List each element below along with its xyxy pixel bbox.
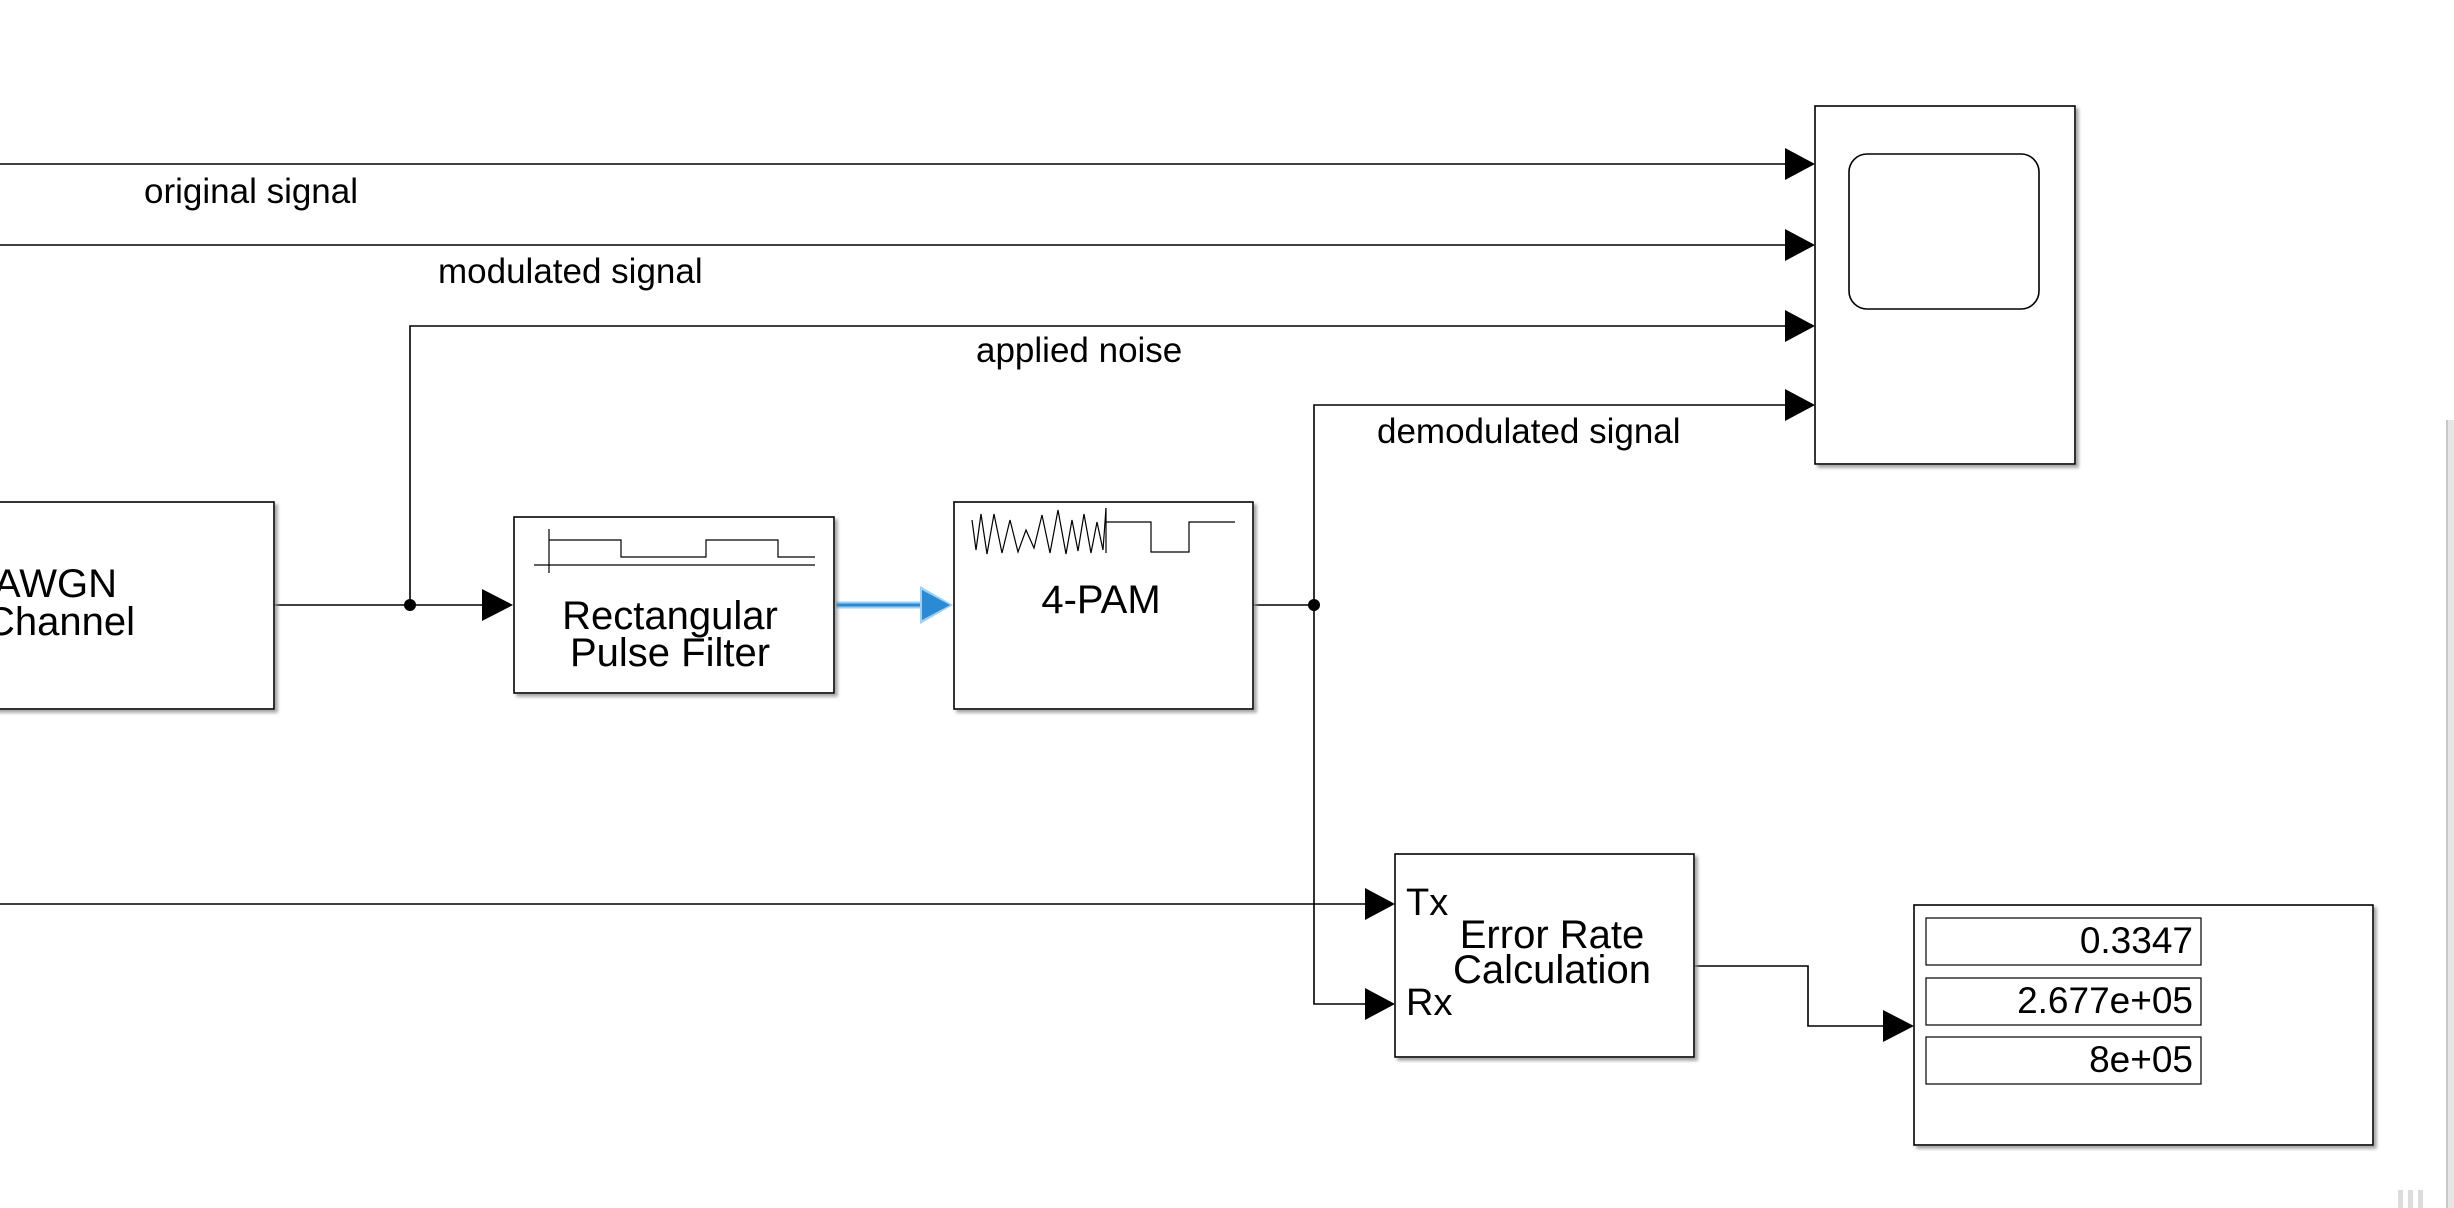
arrowhead-display-in (1883, 1010, 1914, 1042)
display-value-1: 0.3347 (2080, 920, 2193, 961)
awgn-label-line2: Channel (0, 600, 135, 644)
display-field-2 (1925, 977, 2202, 1026)
branch-point-awgn (404, 599, 416, 611)
display-value-2: 2.677e+05 (2017, 980, 2193, 1021)
scope-block[interactable] (1814, 105, 2076, 465)
signal-label-noise: applied noise (976, 331, 1182, 370)
resize-grip-icon[interactable] (2398, 1190, 2423, 1208)
signal-line-error-out[interactable] (1694, 965, 1883, 1027)
awgn-label-line1: AWGN (0, 562, 117, 606)
signal-line-noise[interactable] (409, 325, 1785, 605)
arrowhead-pulse-filter-in (482, 589, 513, 621)
arrowhead-rx (1365, 988, 1395, 1020)
modulation-waveform-icon (971, 507, 1235, 555)
awgn-channel-block[interactable]: AWGN Channel (0, 501, 275, 710)
arrowhead-original (1785, 148, 1815, 180)
error-rate-calculation-block[interactable]: Tx Rx Error Rate Calculation (1394, 853, 1695, 1058)
signal-label-modulated: modulated signal (438, 252, 703, 291)
pulse-waveform-icon (534, 529, 815, 573)
pulse-filter-label-line1: Rectangular (562, 594, 778, 638)
signal-line-pam-out[interactable] (1254, 604, 1365, 1005)
arrowhead-demodulated (1785, 389, 1815, 421)
rectangular-pulse-filter-block[interactable]: Rectangular Pulse Filter (513, 516, 835, 694)
scope-screen-icon (1848, 153, 2040, 310)
display-field-1 (1925, 917, 2202, 966)
pulse-filter-label-line2: Pulse Filter (570, 631, 770, 675)
vertical-scrollbar[interactable] (2447, 420, 2454, 1208)
arrowhead-modulated (1785, 229, 1815, 261)
pam-block[interactable]: 4-PAM (953, 501, 1254, 710)
arrowhead-tx (1365, 888, 1395, 920)
port-label-rx: Rx (1406, 982, 1452, 1024)
signal-label-demodulated: demodulated signal (1377, 412, 1681, 451)
signal-line-demodulated[interactable] (1313, 404, 1785, 605)
signal-label-original: original signal (144, 172, 358, 211)
display-block[interactable]: 0.3347 2.677e+05 8e+05 (1913, 904, 2374, 1146)
pam-label: 4-PAM (1041, 578, 1160, 622)
error-rate-label-line1: Error Rate (1460, 913, 1645, 957)
display-field-3 (1925, 1036, 2202, 1085)
port-label-tx: Tx (1406, 882, 1448, 924)
error-rate-label-line2: Calculation (1453, 948, 1651, 992)
branch-point-pam (1308, 599, 1320, 611)
arrowhead-noise (1785, 310, 1815, 342)
signal-line-filter-to-pam[interactable] (836, 586, 953, 624)
display-value-3: 8e+05 (2089, 1039, 2193, 1080)
